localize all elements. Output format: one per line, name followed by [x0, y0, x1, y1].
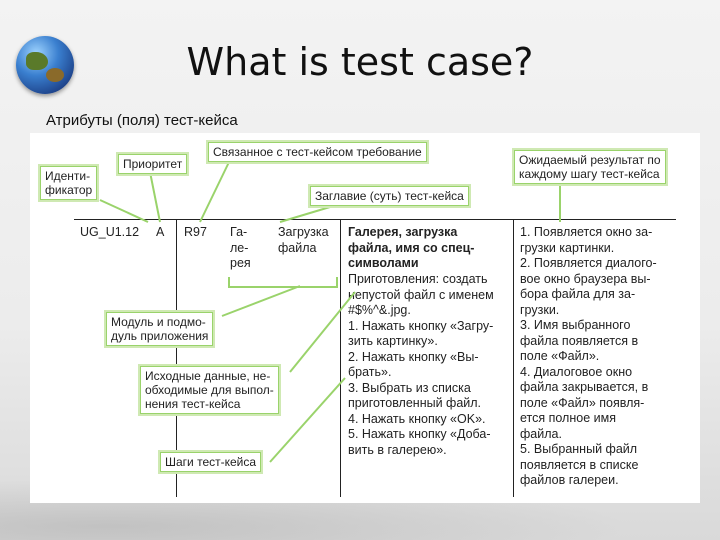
callout-identifier: Иденти- фикатор [40, 166, 98, 200]
callout-module: Модуль и подмо- дуль приложения [106, 312, 214, 346]
column-divider [513, 219, 514, 497]
module-bracket [228, 286, 338, 288]
table-top-rule [74, 219, 676, 220]
callout-steps: Шаги тест-кейса [160, 452, 262, 472]
globe-icon [16, 36, 74, 94]
module-bracket [228, 277, 230, 287]
callout-expected: Ожидаемый результат по каждому шагу тест… [514, 150, 666, 184]
cell-submodule: Загрузка файла [278, 225, 329, 255]
cell-title: Галерея, загрузка файла, имя со спец- си… [348, 225, 475, 270]
cell-steps: Приготовления: создать непустой файл с и… [348, 272, 494, 457]
callout-priority: Приоритет [118, 154, 188, 174]
cell-id: UG_U1.12 [80, 225, 140, 239]
module-bracket [336, 277, 338, 287]
callout-requirement: Связанное с тест-кейсом требование [208, 142, 427, 162]
cell-requirement: R97 [184, 225, 207, 239]
callout-input-data: Исходные данные, не- обходимые для выпол… [140, 366, 279, 414]
column-divider [340, 219, 341, 497]
callout-title: Заглавие (суть) тест-кейса [310, 186, 469, 206]
slide-subtitle: Атрибуты (поля) тест-кейса [46, 112, 238, 129]
slide-title: What is test case? [186, 40, 534, 84]
cell-expected: 1. Появляется окно за- грузки картинки. … [520, 225, 657, 487]
column-divider [176, 219, 177, 497]
cell-module: Га- ле- рея [230, 225, 251, 270]
cell-priority: A [156, 225, 165, 239]
